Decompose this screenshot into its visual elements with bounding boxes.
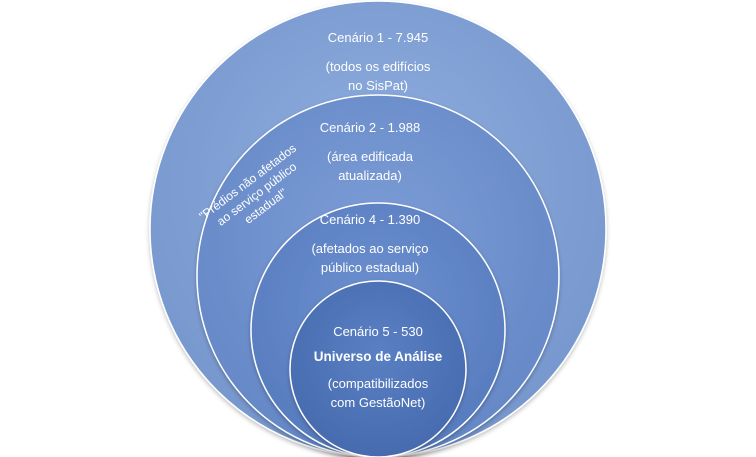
scenario-4-desc-line1: (afetados ao serviço [311, 241, 429, 256]
scenario-2-desc-line2: atualizada) [338, 168, 402, 183]
scenario-5-subtitle: Universo de Análise [313, 349, 443, 364]
scenario-4-label: Cenário 4 - 1.390 (afetados ao serviço p… [270, 210, 470, 277]
scenario-2-desc-line1: (área edificada [327, 149, 413, 164]
scenario-4-title: Cenário 4 - 1.390 [319, 212, 421, 227]
scenario-1-label: Cenário 1 - 7.945 (todos os edifícios no… [278, 28, 478, 95]
scenario-2-title: Cenário 2 - 1.988 [319, 120, 421, 135]
scenario-5-desc-line2: com GestãoNet) [330, 395, 426, 410]
scenario-5-label: Cenário 5 - 530 Universo de Análise (com… [278, 322, 478, 412]
scenario-5-desc-line1: (compatibilizados [327, 376, 429, 391]
scenario-1-desc-line1: (todos os edifícios [325, 59, 431, 74]
scenario-4-desc-line2: público estadual) [320, 260, 420, 275]
circle-scenario-5 [289, 280, 467, 457]
scenario-1-desc-line2: no SisPat) [348, 78, 408, 93]
scenario-2-label: Cenário 2 - 1.988 (área edificada atuali… [270, 118, 470, 185]
scenario-5-title: Cenário 5 - 530 [333, 324, 423, 339]
scenario-1-title: Cenário 1 - 7.945 [327, 30, 429, 45]
